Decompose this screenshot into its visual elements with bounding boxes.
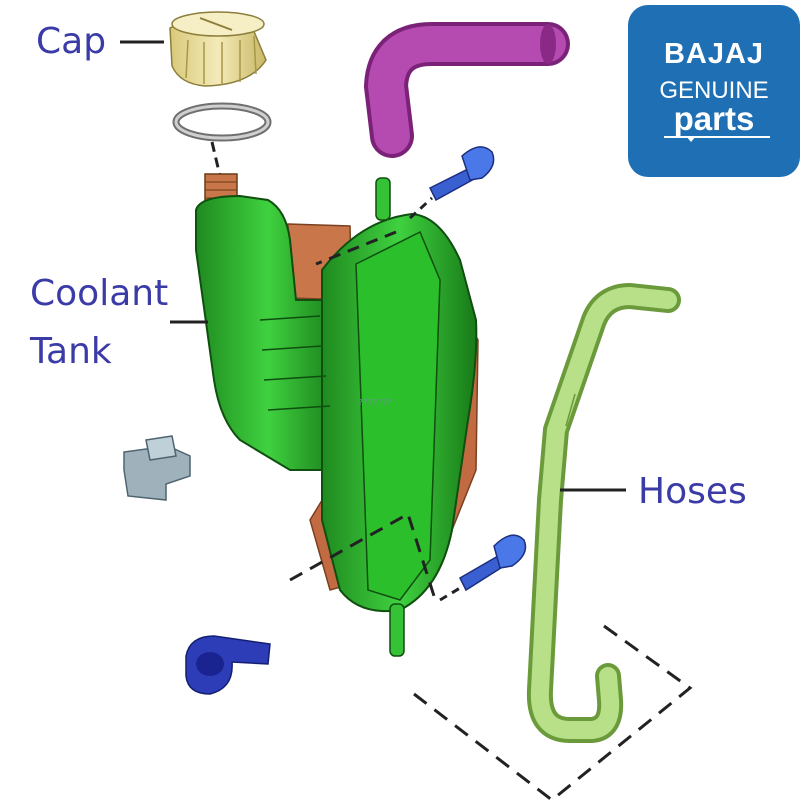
badge-line3: parts bbox=[673, 100, 755, 137]
green-hose-part bbox=[526, 283, 681, 743]
badge-underline bbox=[664, 136, 770, 138]
tank-guide-line bbox=[289, 511, 436, 597]
bolt-part-lower bbox=[459, 534, 527, 592]
watermark: ??????? bbox=[358, 398, 392, 407]
bolt-part bbox=[428, 146, 495, 202]
coolant-tank-part bbox=[195, 173, 479, 657]
cap-guide-line bbox=[210, 141, 222, 177]
bolt-guide-line-top-short bbox=[408, 196, 434, 220]
bolt-guide-line-bottom bbox=[439, 586, 461, 602]
badge-underline-notch bbox=[686, 136, 696, 142]
coolant-tank-label-line1: Coolant bbox=[30, 273, 169, 314]
cap-label: Cap bbox=[36, 21, 107, 62]
cap-part bbox=[169, 11, 267, 87]
purple-hose-part bbox=[363, 22, 570, 158]
clamp-part bbox=[185, 635, 271, 695]
o-ring-part bbox=[172, 102, 272, 142]
hoses-label: Hoses bbox=[638, 471, 747, 512]
badge-brand: BAJAJ bbox=[663, 38, 765, 70]
bajaj-genuine-parts-logo: BAJAJ GENUINE parts bbox=[628, 5, 800, 177]
coolant-tank-label-line2: Tank bbox=[30, 331, 112, 372]
hose-guide-box bbox=[413, 624, 693, 802]
bolt-guide-line-top bbox=[315, 230, 397, 266]
clip-part bbox=[123, 435, 191, 501]
badge-line2: GENUINE bbox=[659, 77, 769, 104]
